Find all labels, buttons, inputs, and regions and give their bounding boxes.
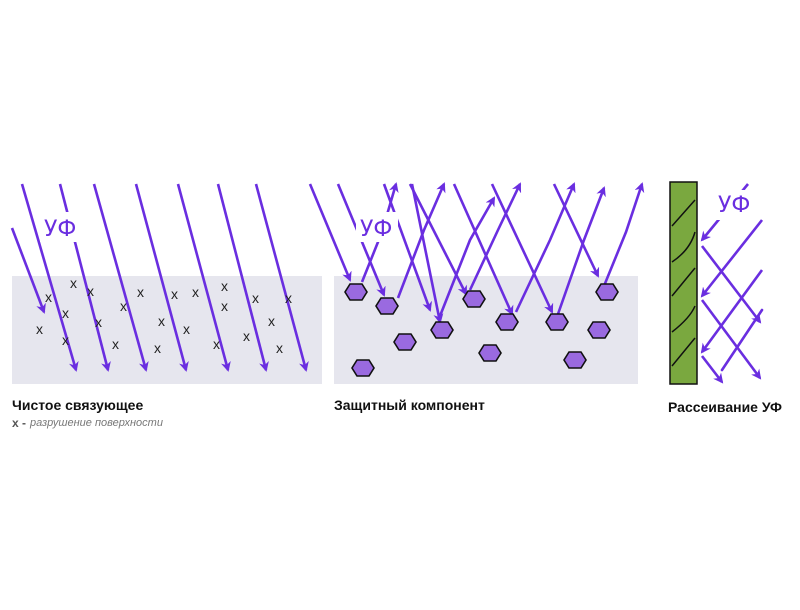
uv-ray-incident <box>410 183 444 324</box>
uv-ray-incident <box>408 183 468 296</box>
uv-ray <box>216 183 269 372</box>
uv-ray-incident <box>720 308 764 372</box>
hexagon-particle <box>595 283 619 301</box>
uv-ray <box>20 183 79 372</box>
uv-ray-reflected <box>468 182 522 291</box>
uv-ray-incident <box>700 269 764 354</box>
damage-mark: x <box>252 290 259 306</box>
hexagon-particle <box>430 321 454 339</box>
damage-mark: x <box>213 336 220 352</box>
uv-ray-scattered <box>700 299 762 380</box>
damage-mark: x <box>158 313 165 329</box>
damage-mark: x <box>192 284 199 300</box>
caption-uv-scattering: Рассеивание УФ <box>668 399 782 415</box>
damage-mark: x <box>45 289 52 305</box>
uv-ray-reflected <box>438 196 496 317</box>
damage-mark: x <box>137 284 144 300</box>
damage-mark: x <box>62 305 69 321</box>
uv-label-bg-2 <box>356 212 398 242</box>
uv-ray <box>10 227 46 314</box>
binder-matrix <box>12 276 322 384</box>
damage-mark: x <box>87 283 94 299</box>
uv-label-1: УФ <box>44 217 76 242</box>
hexagon-particle <box>587 321 611 339</box>
uv-ray <box>134 183 189 372</box>
damage-mark: x <box>120 298 127 314</box>
damage-mark: x <box>276 340 283 356</box>
hexagon-particle <box>462 290 486 308</box>
uv-ray-incident <box>490 183 554 314</box>
hexagon-particle <box>375 297 399 315</box>
panel-uv-scattering: УФ Рассеивание УФ <box>668 181 782 415</box>
damage-mark: x <box>36 321 43 337</box>
hexagon-particle <box>393 333 417 351</box>
uv-ray-incident <box>700 219 764 298</box>
uv-ray-reflected <box>514 182 576 313</box>
uv-ray <box>254 183 309 372</box>
panel-pure-binder: УФ x x x x x x x x x x x x x x x x x x x… <box>10 183 322 430</box>
protective-particles <box>344 283 619 377</box>
damage-mark: x <box>221 278 228 294</box>
uv-ray-reflected <box>556 186 606 315</box>
damage-mark: x <box>70 275 77 291</box>
damage-mark: x <box>154 340 161 356</box>
uv-ray-incident <box>308 183 352 282</box>
surface-damage-marks: x x x x x x x x x x x x x x x x x x x x … <box>36 275 292 356</box>
uv-ray-scattered <box>700 355 724 384</box>
damage-mark: x <box>112 336 119 352</box>
damage-mark: x <box>183 321 190 337</box>
caption-protective-component: Защитный компонент <box>334 397 485 413</box>
hexagon-particle <box>495 313 519 331</box>
caption-pure-binder: Чистое связующее <box>12 397 143 413</box>
damage-mark: x <box>285 290 292 306</box>
uv-ray-incident <box>382 183 432 312</box>
damage-mark: x <box>171 286 178 302</box>
film-texture <box>671 199 696 367</box>
uv-label-2: УФ <box>360 217 392 242</box>
uv-ray-scattered <box>700 245 762 324</box>
uv-ray-incident <box>552 183 600 278</box>
uv-ray <box>176 183 231 372</box>
uv-ray-reflected <box>602 182 645 287</box>
damage-mark: x <box>95 314 102 330</box>
damage-mark: x <box>62 332 69 348</box>
uv-label-bg-3 <box>714 190 756 220</box>
damage-mark: x <box>221 298 228 314</box>
legend-mark: x - <box>12 416 26 430</box>
damage-mark: x <box>268 313 275 329</box>
uv-label-3: УФ <box>718 193 750 218</box>
uv-ray-reflected <box>396 182 446 299</box>
hexagon-particle <box>478 344 502 362</box>
damage-mark: x <box>243 328 250 344</box>
hexagon-particle <box>351 359 375 377</box>
uv-label-bg-1 <box>40 212 82 242</box>
hexagon-particle <box>344 283 368 301</box>
legend-text: разрушение поверхности <box>29 417 163 429</box>
hexagon-particle <box>545 313 569 331</box>
uv-ray-incident <box>452 183 514 316</box>
uv-ray <box>92 183 149 372</box>
hexagon-particle <box>563 351 587 369</box>
panel-protective-component: УФ Защитный компонент <box>308 182 645 413</box>
